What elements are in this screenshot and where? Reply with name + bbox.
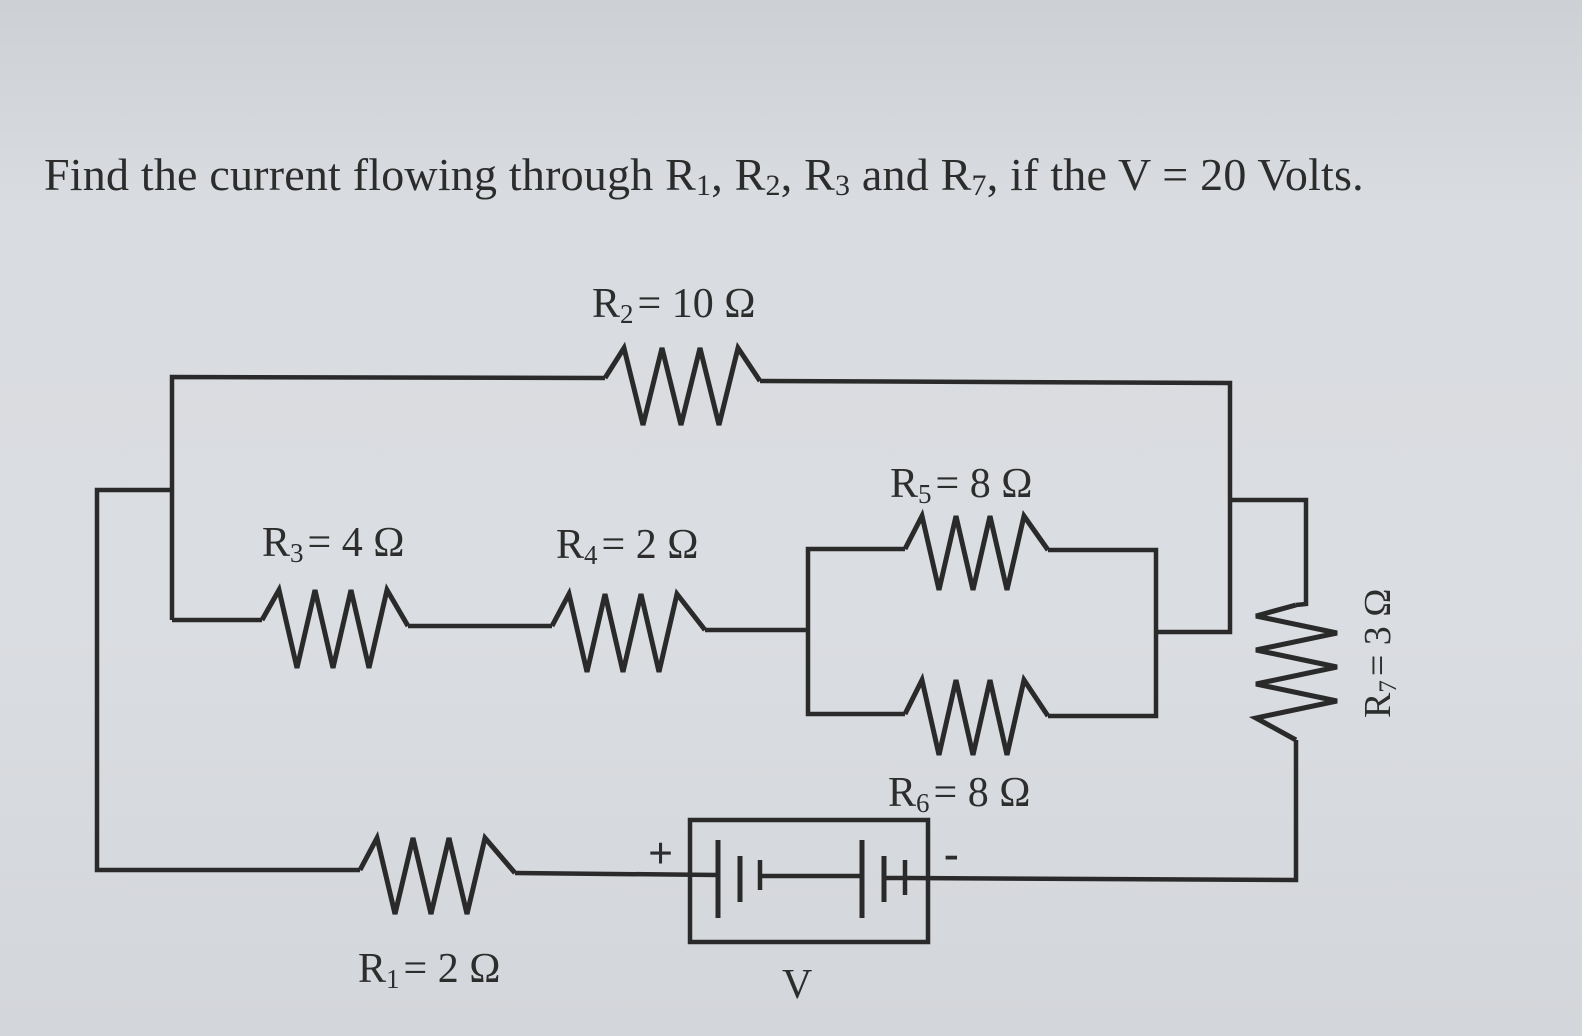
label-v: V [782, 962, 812, 1008]
wire-parallel-right [1048, 547, 1159, 719]
label-plus: + [648, 829, 673, 878]
battery-box [687, 817, 931, 945]
resistor-r4 [549, 586, 707, 673]
resistor-r2 [602, 341, 763, 426]
wire-top-left [169, 374, 606, 620]
label-r3: R3= 4 Ω [262, 520, 404, 568]
label-r2: R2= 10 Ω [592, 281, 755, 329]
resistor-r6 [902, 672, 1051, 756]
wire-battery-r7 [904, 740, 1299, 883]
label-minus: - [944, 829, 959, 878]
resistor-r7 [1248, 602, 1338, 743]
question-text: Find the current flowing through R1, R2,… [44, 149, 1364, 202]
wire-top-right [759, 378, 1233, 635]
label-r1: R1= 2 Ω [358, 946, 500, 994]
wire-outer-left [94, 487, 360, 873]
resistor-r3 [259, 583, 411, 669]
label-r5: R5= 8 Ω [890, 461, 1032, 509]
circuit-wires [94, 374, 1309, 883]
label-r7: R7= 3 Ω [1357, 588, 1402, 718]
wire-r7-top [1230, 497, 1309, 608]
resistor-r1 [357, 830, 517, 915]
label-r6: R6= 8 Ω [888, 770, 1030, 818]
label-r4: R4= 2 Ω [556, 522, 698, 570]
wire-r1-battery [514, 870, 719, 878]
voltage-source [687, 817, 931, 945]
wire-parallel-left [805, 546, 905, 717]
resistor-r5 [902, 508, 1051, 591]
